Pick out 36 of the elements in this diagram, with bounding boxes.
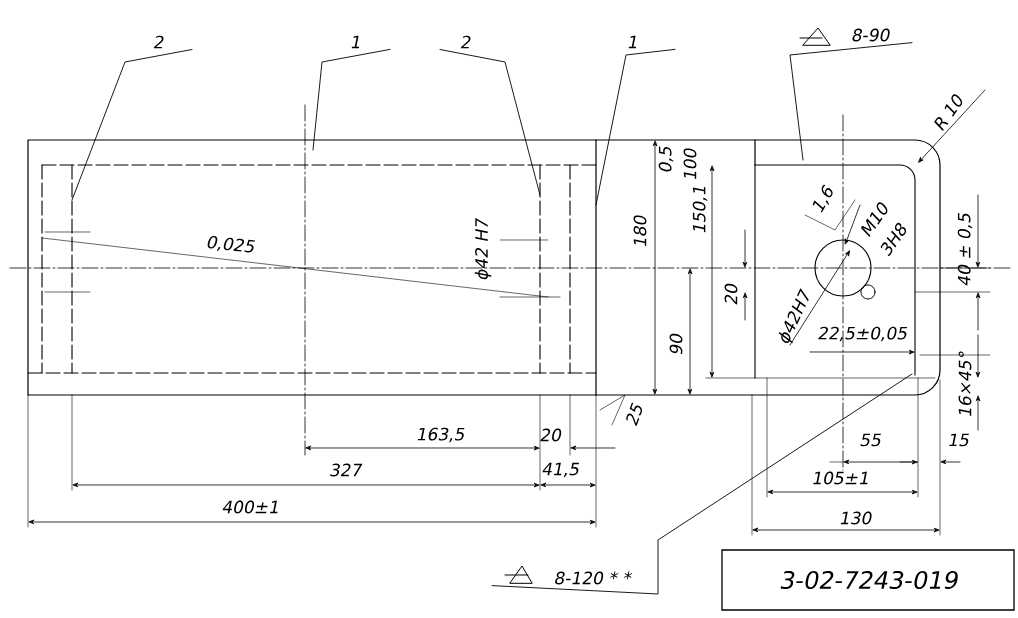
dimension-label: 20 — [540, 428, 562, 442]
dimension-label: 1,6 — [812, 184, 833, 213]
dimension-label: 180 — [633, 215, 647, 247]
dimension-label: 22,5±0,05 — [818, 326, 908, 342]
dimension-label: 400±1 — [222, 500, 278, 514]
callout-label: 1 — [628, 35, 637, 49]
callout-label: 2 — [153, 35, 164, 49]
dimension-label: 130 — [840, 511, 872, 525]
title-block: 3-02-7243-019 — [721, 549, 1015, 611]
dimension-label: 20 — [724, 283, 738, 305]
callout-label: 8-120 * * — [555, 571, 633, 585]
leader-line — [439, 49, 541, 196]
dimension-label: 15 — [949, 433, 969, 447]
dimension-label: 25 — [626, 402, 643, 427]
leader-line — [789, 42, 913, 161]
callout-label: 2 — [460, 35, 471, 49]
dimension-label: 55 — [860, 433, 881, 447]
dimension-label: 105±1 — [813, 471, 868, 485]
leader-line — [595, 48, 676, 206]
callout-label: 1 — [351, 35, 360, 49]
leader-line — [312, 48, 391, 151]
dimension-label: 90 — [669, 333, 683, 354]
dimension-label: 327 — [330, 463, 363, 477]
leader-line — [491, 373, 913, 595]
dimension-label: 163,5 — [417, 427, 465, 443]
dimension-label: 150,1 — [692, 186, 708, 233]
dimension-label: 41,5 — [542, 462, 579, 478]
dimension-label: 40 ± 0,5 — [957, 213, 973, 286]
dimension-label: ϕ42 H7 — [474, 218, 492, 280]
callout-label: 8-90 — [852, 28, 890, 42]
dimension-label: 0,5 — [658, 146, 674, 172]
dimension-label: R 10 — [934, 94, 963, 132]
dimension-label: 100 — [683, 148, 697, 180]
dimension-label: 16×45° — [958, 351, 972, 416]
leader-line — [71, 49, 193, 201]
dimension-label: 0,025 — [207, 236, 255, 253]
